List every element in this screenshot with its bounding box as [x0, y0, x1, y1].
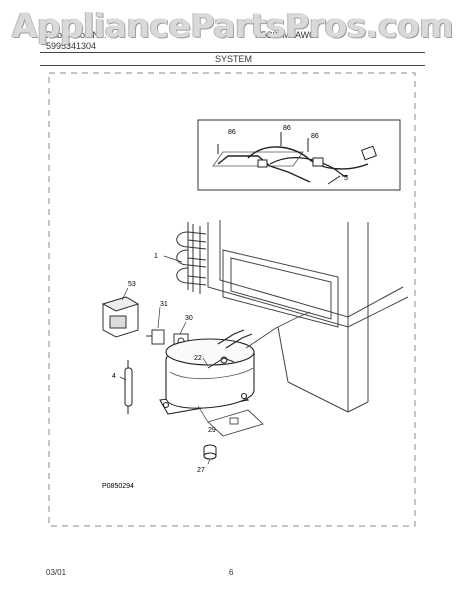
section-title: SYSTEM [215, 54, 253, 64]
filter-drier [124, 360, 133, 414]
leader-4 [119, 376, 127, 381]
diagram-frame: 86 86 86 5 1 53 [48, 72, 416, 527]
drawing-number: P0850294 [102, 483, 134, 490]
footer-date: 03/01 [46, 568, 67, 577]
leader-1 [163, 255, 183, 263]
compressor [159, 329, 255, 415]
leader-53 [121, 287, 129, 301]
callout-4: 4 [112, 373, 116, 380]
suction-tube [245, 311, 311, 349]
header-rule-bottom [40, 65, 425, 66]
header-rule-top [40, 52, 425, 53]
wiring-inset [197, 119, 401, 191]
leader-22 [202, 357, 209, 367]
condenser-coil [176, 222, 207, 294]
model-number: FFC07M4AW0 [255, 30, 315, 40]
callout-1: 1 [154, 253, 158, 260]
overload-protector [146, 329, 165, 345]
callout-22: 22 [194, 355, 202, 362]
relay-cover [101, 296, 140, 338]
publication-label: Publication No. [46, 30, 107, 40]
callout-27: 27 [197, 467, 205, 474]
mounting-plate [207, 409, 264, 437]
wire-clip [207, 356, 235, 369]
leader-27 [207, 458, 211, 465]
leader-30 [179, 321, 187, 335]
callout-30: 30 [185, 315, 193, 322]
grommet [203, 444, 217, 460]
callout-31: 31 [160, 301, 168, 308]
callout-5: 5 [344, 175, 348, 182]
publication-number: 5995341304 [46, 41, 97, 51]
cabinet-body [207, 220, 409, 413]
callout-86c: 86 [311, 133, 319, 140]
footer-page-number: 6 [229, 568, 234, 577]
watermark-logo: AppliancePartsPros.com [11, 6, 454, 45]
callout-86a: 86 [228, 129, 236, 136]
leader-31 [157, 306, 161, 329]
frame-border [48, 72, 416, 527]
leader-29 [197, 405, 209, 423]
callout-53: 53 [128, 281, 136, 288]
callout-86b: 86 [283, 125, 291, 132]
callout-29: 29 [208, 427, 216, 434]
